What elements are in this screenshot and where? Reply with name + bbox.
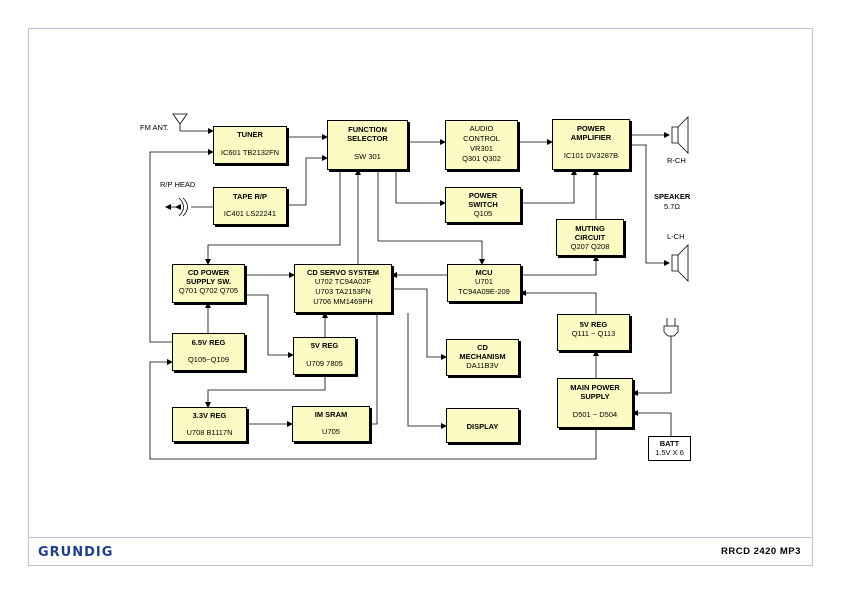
page-frame: [28, 28, 813, 566]
wire-tape-fs: [287, 155, 328, 206]
wire-5vq-mcu: [520, 290, 597, 314]
wire-fs-mcu: [377, 170, 485, 265]
wire-mcu-mute: [521, 255, 599, 276]
speaker-rch-icon: [671, 116, 689, 154]
wire-batt-mps: [632, 410, 672, 436]
cd-mechanism-sub: DA11B3V: [466, 361, 499, 370]
mcu-title: MCU: [475, 268, 493, 277]
reg-3-3v-sub: U708 B1117N: [186, 428, 233, 437]
wire-sram-servo: [370, 297, 393, 425]
power-amplifier-block: POWER AMPLIFIER IC101 DV3287B: [552, 119, 630, 170]
wire-amp-lch: [630, 144, 670, 266]
cd-mechanism-title: CD MECHANISM: [459, 343, 506, 361]
reg-6-5v-sub: Q105~Q109: [187, 355, 230, 364]
mcu-block: MCU U701 TC94A09E-209: [447, 264, 521, 302]
muting-circuit-block: MUTING CIRCUIT Q207 Q208: [556, 219, 624, 256]
fm-ant-label: FM ANT.: [140, 123, 169, 132]
fm-antenna-icon: [172, 113, 188, 131]
wire-cdpsu-5v: [245, 294, 294, 358]
im-sram-block: IM SRAM U705: [292, 406, 370, 442]
wire-servo-cdmech: [387, 286, 447, 360]
cd-servo-system-block: CD SERVO SYSTEM U702 TC94A02F U703 TA215…: [294, 264, 392, 313]
grundig-logo: GRUNDIG: [38, 545, 114, 560]
mcu-sub: U701 TC94A09E-209: [458, 277, 510, 296]
rp-head-icon: [178, 197, 213, 217]
display-block: DISPLAY: [446, 408, 519, 443]
cd-power-supply-title: CD POWER SUPPLY SW.: [185, 268, 232, 286]
tuner-sub: IC601 TB2132FN: [220, 148, 280, 157]
cd-servo-system-title: CD SERVO SYSTEM: [307, 268, 379, 277]
speaker-label: SPEAKER: [654, 192, 691, 201]
wire-mps-65: [149, 359, 597, 460]
audio-control-block: AUDIO CONTROL VR301 Q301 Q302: [445, 120, 518, 170]
reg-5v-q111-title: 5V REG: [579, 320, 608, 329]
main-power-supply-title: MAIN POWER SUPPLY: [570, 383, 620, 401]
rp-head-label: R/P HEAD: [160, 180, 196, 189]
plug-icon: [663, 318, 679, 342]
speaker-lch-icon: [671, 244, 689, 282]
tape-rp-sub: IC401 LS22241: [223, 209, 277, 218]
audio-control-sub: AUDIO CONTROL VR301 Q301 Q302: [462, 124, 501, 163]
tuner-title: TUNER: [237, 130, 263, 139]
cd-power-supply-block: CD POWER SUPPLY SW. Q701 Q702 Q705: [172, 264, 245, 303]
wire-pswitch-amp: [521, 169, 577, 204]
power-switch-title: POWER SWITCH: [468, 191, 498, 209]
batt-sub: 1.5V X 6: [655, 448, 684, 457]
tuner-block: TUNER IC601 TB2132FN: [213, 126, 287, 164]
function-selector-sub: SW 301: [354, 152, 381, 161]
wire-servo-display: [407, 313, 447, 429]
reg-5v-q111-block: 5V REG Q111 ~ Q113: [557, 314, 630, 351]
main-power-supply-block: MAIN POWER SUPPLY D501 ~ D504: [557, 378, 633, 428]
power-amplifier-sub: IC101 DV3287B: [563, 151, 619, 160]
cd-power-supply-sub: Q701 Q702 Q705: [178, 286, 239, 295]
tape-rp-block: TAPE R/P IC401 LS22241: [213, 187, 287, 225]
function-selector-title: FUNCTION SELECTOR: [347, 125, 388, 143]
reg-5v-u709-block: 5V REG U709 7805: [293, 337, 356, 375]
wire-5v-33: [205, 375, 326, 408]
cd-mechanism-block: CD MECHANISM DA11B3V: [446, 339, 519, 376]
batt-title: BATT: [659, 439, 680, 448]
model-number: RRCD 2420 MP3: [721, 546, 801, 557]
display-title: DISPLAY: [466, 422, 499, 431]
reg-6-5v-block: 6.5V REG Q105~Q109: [172, 333, 245, 371]
wire-plug-mps: [632, 342, 672, 396]
reg-3-3v-block: 3.3V REG U708 B1117N: [172, 407, 247, 442]
wire-65-tuner: [149, 149, 214, 343]
reg-3-3v-title: 3.3V REG: [192, 411, 227, 420]
wire-fs-pswitch: [395, 170, 446, 206]
reg-5v-q111-sub: Q111 ~ Q113: [571, 329, 616, 338]
wire-fs-cdpsu: [205, 170, 341, 265]
muting-circuit-sub: Q207 Q208: [570, 242, 610, 251]
l-ch-label: L-CH: [667, 232, 685, 241]
power-amplifier-title: POWER AMPLIFIER: [570, 124, 612, 142]
cd-servo-system-sub: U702 TC94A02F U703 TA2153FN U706 MM1469P…: [313, 277, 373, 306]
power-switch-block: POWER SWITCH Q105: [445, 187, 521, 223]
reg-5v-u709-title: 5V REG: [310, 341, 339, 350]
power-switch-sub: Q105: [473, 209, 493, 218]
im-sram-sub: U705: [322, 427, 340, 436]
footer-divider: [28, 537, 813, 538]
muting-circuit-title: MUTING CIRCUIT: [574, 224, 606, 242]
r-ch-label: R-CH: [667, 156, 686, 165]
im-sram-title: IM SRAM: [314, 410, 348, 419]
reg-6-5v-title: 6.5V REG: [191, 338, 226, 347]
speaker-ohm-label: 5.7Ω: [664, 202, 681, 211]
function-selector-block: FUNCTION SELECTOR SW 301: [327, 120, 408, 170]
main-power-supply-sub: D501 ~ D504: [572, 410, 618, 419]
reg-5v-u709-sub: U709 7805: [306, 359, 343, 368]
batt-block: BATT 1.5V X 6: [648, 436, 691, 461]
tape-rp-title: TAPE R/P: [232, 192, 268, 201]
